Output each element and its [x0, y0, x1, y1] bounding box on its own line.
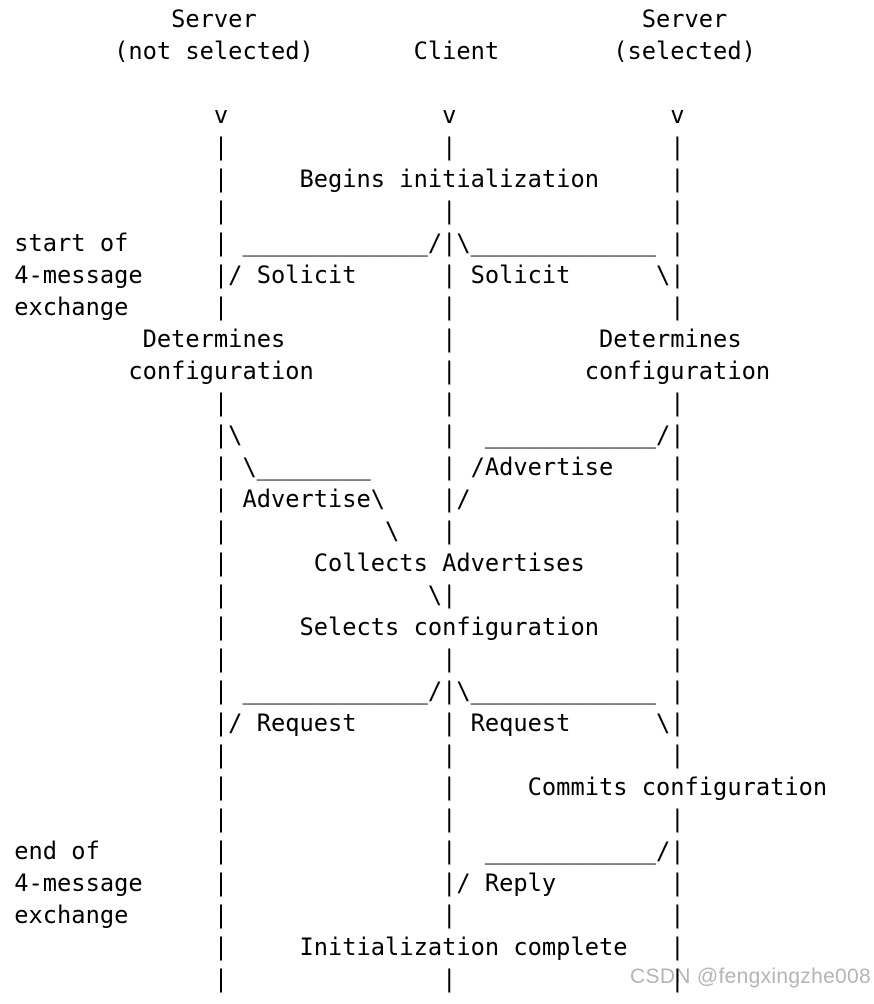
ascii-art-row: | Advertise\ |/ | — [0, 485, 685, 513]
ascii-art-row: configuration | configuration — [0, 357, 771, 385]
ascii-art-row: | \ | | — [0, 517, 685, 545]
ascii-art-row: | | | — [0, 389, 685, 417]
ascii-art-row: |/ Request | Request \| — [0, 709, 685, 737]
ascii-art-row: 4-message | |/ Reply | — [0, 869, 685, 897]
ascii-art-row: | Initialization complete | — [0, 933, 685, 961]
ascii-art-row: | _____________/|\_____________ | — [0, 677, 685, 705]
ascii-art-row: | | | — [0, 741, 685, 769]
ascii-art-row: |\ | ____________/| — [0, 421, 685, 449]
ascii-art-row: Determines | Determines — [0, 325, 742, 353]
ascii-art-row: | Begins initialization | — [0, 165, 685, 193]
ascii-art-row: end of | | ____________/| — [0, 837, 685, 865]
ascii-art-row — [0, 67, 874, 99]
watermark: CSDN @fengxingzhe008 — [630, 965, 871, 988]
ascii-art-row: | | | — [0, 645, 685, 673]
ascii-art-row: start of | _____________/|\_____________… — [0, 229, 685, 257]
ascii-art-row: | | | — [0, 197, 685, 225]
ascii-art-row: | | Commits configuration — [0, 773, 828, 801]
ascii-art-row: exchange | | | — [0, 901, 685, 929]
ascii-art-row: | | | — [0, 965, 685, 993]
ascii-art-row: | | | — [0, 133, 685, 161]
ascii-art-row: v v v — [0, 101, 685, 129]
ascii-art-row: Server Server — [0, 5, 728, 33]
ascii-art-row: | \________ | /Advertise | — [0, 453, 685, 481]
ascii-art-row: exchange | | | — [0, 293, 685, 321]
ascii-art-row: | | | — [0, 805, 685, 833]
ascii-art-row: | \| | — [0, 581, 685, 609]
ascii-art-row: | Collects Advertises | — [0, 549, 685, 577]
ascii-art-row: 4-message |/ Solicit | Solicit \| — [0, 261, 685, 289]
ascii-art-row: | Selects configuration | — [0, 613, 685, 641]
ascii-art-row: (not selected) Client (selected) — [0, 37, 756, 65]
